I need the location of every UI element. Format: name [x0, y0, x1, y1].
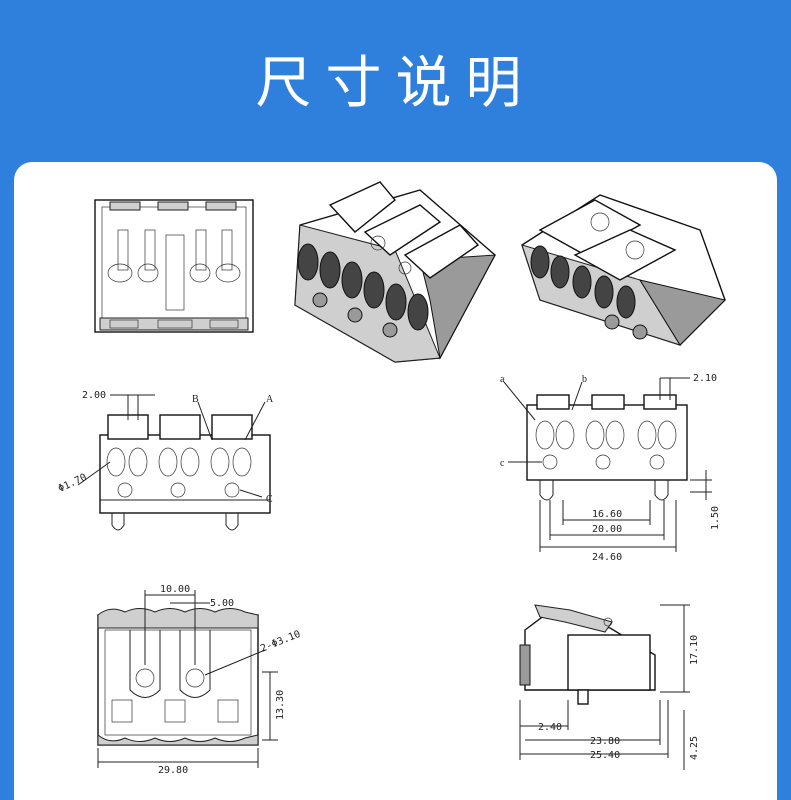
side-dim-height: 17.10: [689, 635, 700, 665]
plan-dim-1: 10.00: [160, 584, 190, 595]
plan-dim-2: 5.00: [210, 598, 234, 609]
rear-dim-1: 16.60: [592, 509, 622, 520]
plan-dim-height: 13.30: [275, 690, 286, 720]
front-callout-a: A: [266, 394, 274, 405]
side-dim-4: 4.25: [689, 736, 700, 760]
bottom-plan-view: [97, 590, 278, 768]
rear-elevation-view: [503, 377, 712, 552]
side-dim-3: 25.40: [590, 750, 620, 761]
front-dim-top: 2.00: [82, 390, 106, 401]
rear-callout-b: b: [582, 374, 587, 385]
side-elevation-view: [519, 604, 690, 770]
side-dim-2: 23.80: [590, 736, 620, 747]
rear-callout-c: c: [500, 458, 505, 469]
front-callout-b: B: [192, 394, 199, 405]
plan-dim-width: 29.80: [158, 765, 188, 776]
plan-view: [94, 199, 254, 333]
front-dim-hole: Φ1.70: [57, 472, 89, 495]
rear-callout-a: a: [500, 374, 505, 385]
plan-dim-hole: 2-Φ3.10: [259, 629, 302, 655]
front-elevation-view: [77, 394, 271, 531]
front-callout-c: C: [266, 494, 273, 505]
isometric-front-view: [294, 181, 496, 363]
page-title: 尺寸说明: [255, 51, 536, 116]
rear-dim-3: 24.60: [592, 552, 622, 563]
rear-dim-top: 2.10: [693, 373, 717, 384]
rear-dim-2: 20.00: [592, 524, 622, 535]
rear-dim-height: 1.50: [710, 506, 721, 530]
side-dim-1: 2.40: [538, 722, 562, 733]
isometric-back-view: [521, 194, 726, 346]
